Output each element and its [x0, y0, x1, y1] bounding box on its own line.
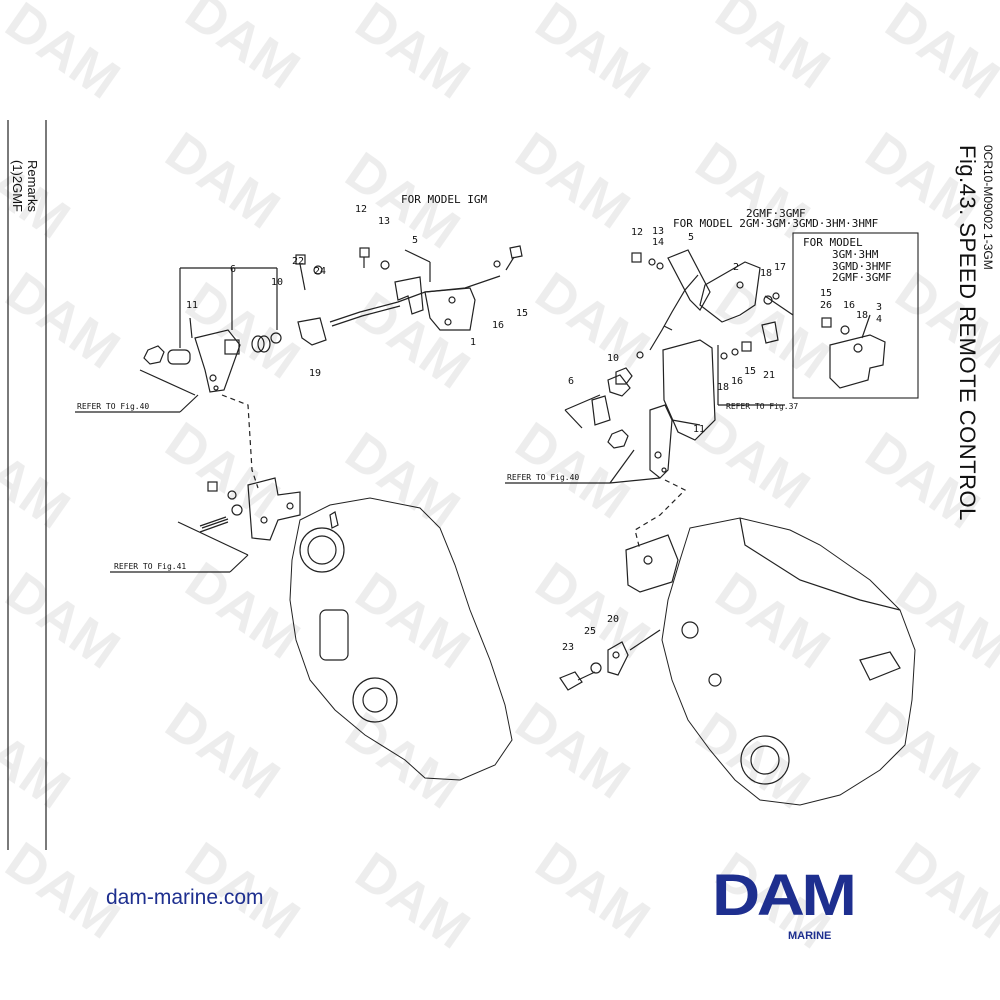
callout-1: 1 — [470, 337, 476, 348]
callout-13: 13 — [652, 226, 664, 237]
box-callout-15: 15 — [820, 288, 832, 299]
callout-16: 16 — [731, 376, 743, 387]
box-callout-4: 4 — [876, 314, 882, 325]
callout-16: 16 — [492, 320, 504, 331]
callout-23: 23 — [562, 642, 574, 653]
callout-25: 25 — [584, 626, 596, 637]
callout-24: 24 — [314, 266, 326, 277]
left-refer-fig40: REFER TO Fig.40 — [77, 402, 149, 411]
box-callout-26: 26 — [820, 300, 832, 311]
callout-10: 10 — [607, 353, 619, 364]
callout-21: 21 — [763, 370, 775, 381]
website-link[interactable]: dam-marine.com — [106, 886, 264, 909]
callout-10: 10 — [271, 277, 283, 288]
right-assembly — [505, 232, 919, 806]
callout-12: 12 — [631, 227, 643, 238]
left-refer-fig41: REFER TO Fig.41 — [114, 562, 186, 571]
callout-18b: 18 — [717, 382, 729, 393]
callout-22: 22 — [292, 256, 304, 267]
box-callout-18: 18 — [856, 310, 868, 321]
callout-20: 20 — [607, 614, 619, 625]
inset-box-line-2: 3GMD·3HMF — [832, 260, 892, 273]
inset-box-title: FOR MODEL — [803, 236, 863, 249]
callout-11: 11 — [186, 300, 198, 311]
right-model-label-line2: FOR MODEL 2GM·3GM·3GMD·3HM·3HMF — [673, 217, 878, 230]
right-refer-fig40: REFER TO Fig.40 — [507, 473, 579, 482]
right-callouts: 12 13 14 5 2 18 17 10 6 18 16 15 21 11 2… — [562, 226, 882, 653]
brand-logo-subtitle: MARINE — [788, 930, 832, 942]
inset-box-line-1: 3GM·3HM — [832, 248, 879, 261]
callout-6: 6 — [230, 264, 236, 275]
left-callouts: 12 13 5 22 24 6 11 10 16 15 1 19 — [186, 204, 528, 379]
callout-5: 5 — [688, 232, 694, 243]
callout-12: 12 — [355, 204, 367, 215]
callout-14: 14 — [652, 237, 664, 248]
callout-15: 15 — [744, 366, 756, 377]
box-callout-3: 3 — [876, 302, 882, 313]
left-assembly — [75, 245, 523, 781]
right-model-label-line1: 2GMF·3GMF — [746, 207, 806, 220]
box-callout-16: 16 — [843, 300, 855, 311]
left-model-label: FOR MODEL IGM — [401, 193, 487, 206]
callout-2: 2 — [733, 262, 739, 273]
callout-13: 13 — [378, 216, 390, 227]
right-refer-fig37: REFER TO Fig.37 — [726, 402, 798, 411]
callout-18: 18 — [760, 268, 772, 279]
callout-5: 5 — [412, 235, 418, 246]
callout-19: 19 — [309, 368, 321, 379]
callout-6: 6 — [568, 376, 574, 387]
callout-17: 17 — [774, 262, 786, 273]
brand-logo: DAM — [712, 863, 857, 928]
callout-11: 11 — [693, 424, 705, 435]
callout-15: 15 — [516, 308, 528, 319]
inset-box-line-3: 2GMF·3GMF — [832, 271, 892, 284]
